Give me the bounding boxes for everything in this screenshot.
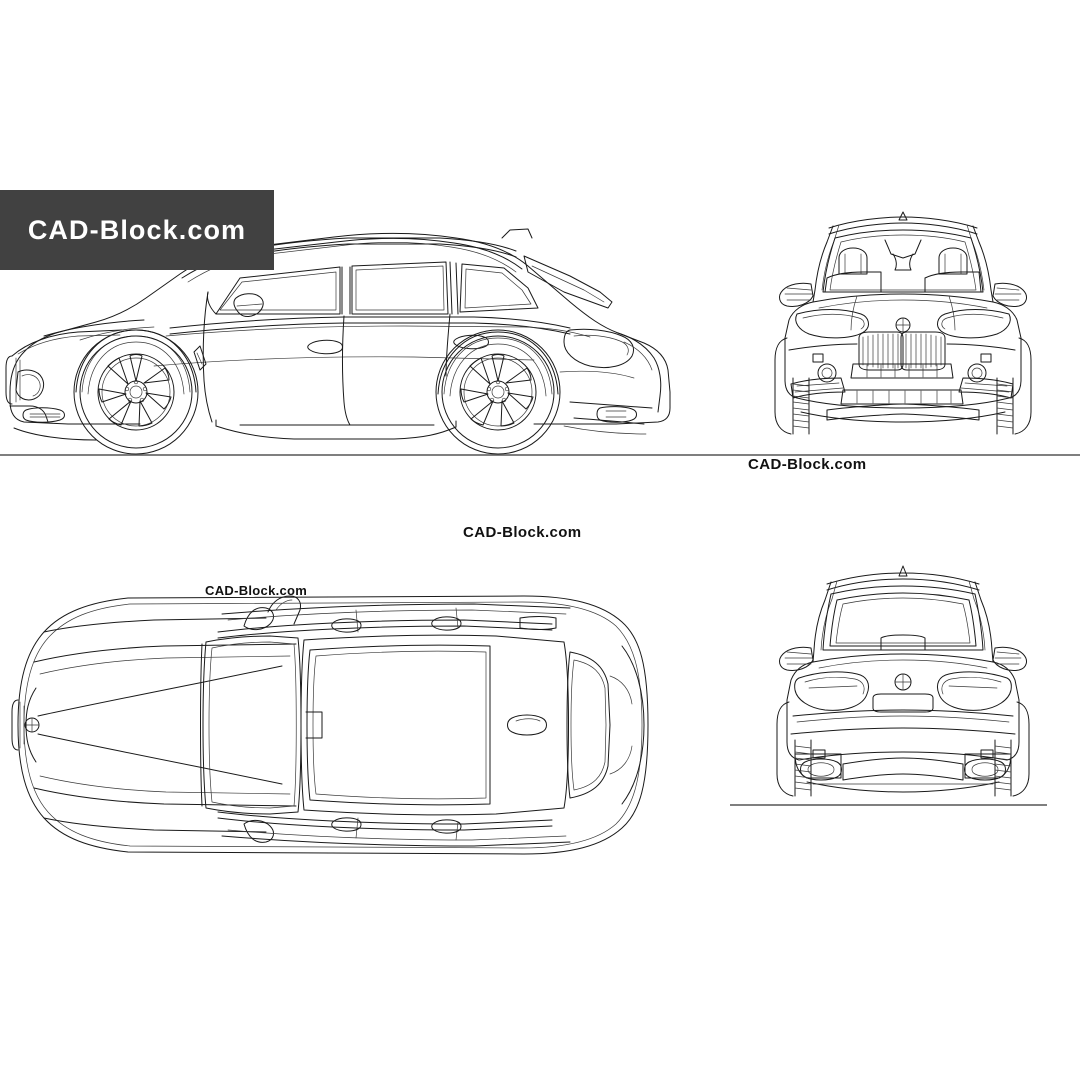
front-elevation-view bbox=[757, 198, 1047, 456]
rear-view-body bbox=[777, 566, 1029, 796]
watermark-badge: CAD-Block.com bbox=[0, 190, 274, 270]
top-plan-view bbox=[4, 566, 672, 884]
front-wheel-spokes bbox=[98, 354, 172, 427]
front-view-body bbox=[775, 212, 1031, 434]
rear-left-tire-tread bbox=[794, 745, 812, 791]
left-tire-tread bbox=[792, 383, 810, 429]
rear-right-tire-tread bbox=[994, 745, 1012, 791]
rear-elevation-view bbox=[757, 556, 1047, 818]
right-tire-tread bbox=[996, 383, 1014, 429]
watermark-badge-text: CAD-Block.com bbox=[27, 214, 247, 245]
side-view-body bbox=[6, 229, 670, 454]
center-watermark: CAD-Block.com bbox=[463, 524, 582, 541]
top-view-body bbox=[12, 596, 648, 854]
front-wheel-lug-bolts bbox=[124, 379, 148, 403]
side-elevation-view bbox=[4, 196, 676, 458]
rear-wheel-spokes bbox=[460, 354, 534, 427]
rear-wheel-lug-bolts bbox=[486, 379, 510, 403]
front-view-watermark: CAD-Block.com bbox=[748, 456, 867, 473]
top-view-watermark: CAD-Block.com bbox=[205, 583, 308, 598]
